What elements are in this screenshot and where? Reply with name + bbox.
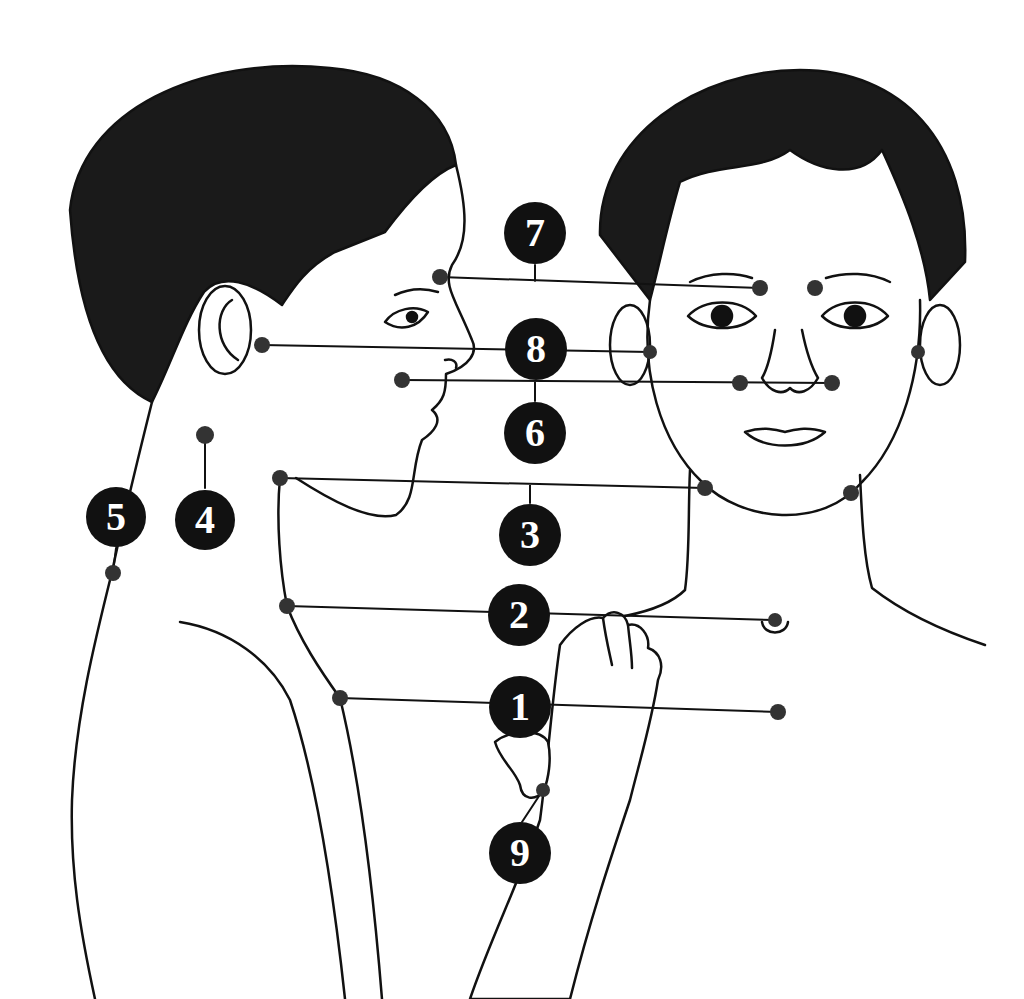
front-brow-left <box>690 274 752 282</box>
profile-brow <box>395 289 438 295</box>
callout-text: 7 <box>525 213 545 253</box>
profile-hair <box>70 66 456 402</box>
callout-text: 6 <box>525 413 545 453</box>
front-mouth <box>745 429 825 446</box>
callout-text: 2 <box>509 595 529 635</box>
profile-face <box>296 165 474 516</box>
callout-number: 4 <box>175 490 235 550</box>
hand-finger-lines <box>603 618 632 668</box>
leader-line <box>113 265 832 822</box>
front-neck-right <box>860 475 985 645</box>
front-eye-right <box>822 303 888 329</box>
front-ear-left <box>610 305 650 385</box>
callout-number: 1 <box>489 676 551 738</box>
front-ear-right <box>920 305 960 385</box>
profile-neck-back <box>72 402 152 999</box>
profile-eye <box>385 308 428 327</box>
ear-detail <box>495 732 550 798</box>
callout-number: 5 <box>86 487 146 547</box>
callout-number: 6 <box>504 402 566 464</box>
callout-number: 9 <box>489 822 551 884</box>
callout-number: 8 <box>505 318 567 380</box>
callout-text: 1 <box>510 687 530 727</box>
profile-ear-inner <box>220 300 238 360</box>
profile-ear <box>199 286 251 374</box>
callout-text: 3 <box>520 515 540 555</box>
front-brow-right <box>826 274 890 282</box>
callout-text: 4 <box>195 500 215 540</box>
profile-pupil <box>407 312 417 322</box>
callout-number: 2 <box>488 584 550 646</box>
front-pupil-right <box>845 306 865 326</box>
pressing-hand <box>470 612 661 999</box>
callout-text: 9 <box>510 833 530 873</box>
front-pupil-left <box>712 306 732 326</box>
callout-number: 7 <box>504 202 566 264</box>
front-eye-left <box>688 303 756 329</box>
profile-shoulder <box>180 622 345 999</box>
profile-nostril <box>445 359 456 368</box>
callout-text: 5 <box>106 497 126 537</box>
front-hair <box>600 70 965 300</box>
acupoint-dots <box>105 269 925 797</box>
front-neck-left <box>625 470 690 616</box>
profile-neck-front <box>278 478 382 999</box>
callout-text: 8 <box>526 329 546 369</box>
callout-number: 3 <box>499 504 561 566</box>
